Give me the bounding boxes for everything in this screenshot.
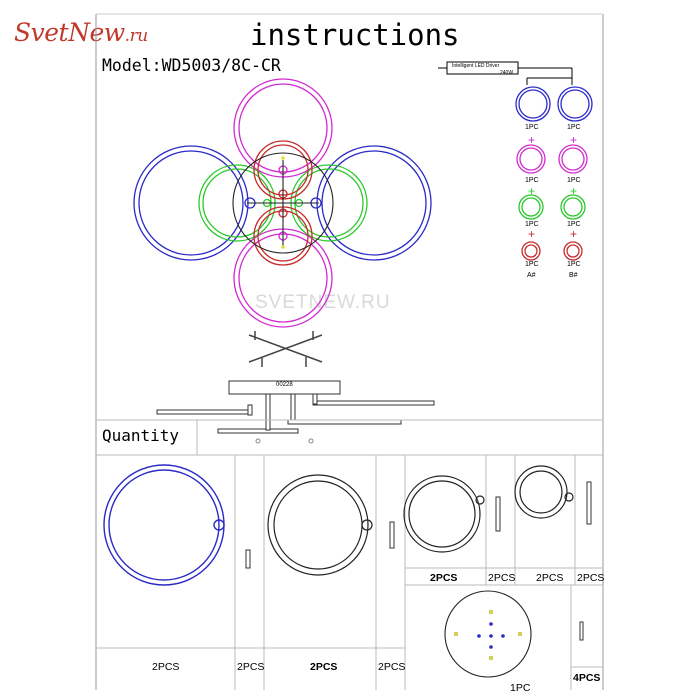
page-title: instructions — [250, 18, 460, 52]
canopy-hole — [488, 609, 494, 615]
brand-logo: SvetNew.ru — [14, 18, 148, 47]
assembled-blue-ring-right-inner — [321, 150, 427, 256]
chain-a-red-ring-inner — [524, 244, 538, 258]
chain-b-magenta-ring-inner — [561, 147, 585, 171]
chain-b-red-ring-inner — [566, 244, 580, 258]
driver-label: Intelligent LED Driver — [452, 63, 500, 69]
canopy-hole — [489, 622, 493, 626]
canopy-hole — [501, 634, 505, 638]
part-ring-large-hub — [361, 519, 373, 531]
chain-b-unit: 1PC — [567, 221, 581, 228]
assembled-center-base-ring — [232, 152, 334, 254]
canopy-hole — [453, 631, 459, 637]
bracket-arm-b — [248, 334, 323, 363]
side-arm-lower-left — [217, 428, 299, 434]
canopy-hole — [488, 655, 494, 661]
canopy-hole — [477, 634, 481, 638]
chain-b-green-ring-inner — [563, 197, 583, 217]
quantity-heading: Quantity — [102, 426, 180, 445]
side-fixture-dot — [255, 438, 261, 444]
side-arm-lower-right — [287, 419, 402, 425]
chain-a-unit: 1PC — [525, 261, 539, 268]
canopy-label: 00228 — [276, 382, 293, 388]
part-ring-small-inner — [519, 470, 563, 514]
chain-a-magenta-ring — [516, 144, 546, 174]
canopy-hole — [489, 645, 493, 649]
model-number: Model:WD5003/8C-CR — [102, 56, 281, 75]
chain-a-green-ring — [518, 194, 544, 220]
qty-rod-2: 2PCS — [378, 661, 406, 673]
chain-a-unit: 1PC — [525, 221, 539, 228]
qty-medium-ring: 2PCS — [430, 572, 458, 584]
side-arm-right — [312, 400, 435, 406]
chain-a-red-ring — [521, 241, 541, 261]
qty-screws: 4PCS — [573, 672, 601, 684]
part-rod — [245, 549, 251, 569]
chain-a-unit: 1PC — [525, 177, 539, 184]
driver-watt-label: 240W — [500, 70, 514, 76]
chain-b-green-ring — [560, 194, 586, 220]
part-screw — [579, 621, 584, 641]
assembled-screw-dot — [281, 245, 285, 249]
side-arm-left — [156, 409, 251, 415]
qty-blue-ring: 2PCS — [152, 661, 180, 673]
chain-b-red-ring — [563, 241, 583, 261]
part-rod — [495, 496, 501, 532]
assembled-screw-dot — [281, 156, 285, 160]
part-ring-large-outer — [267, 474, 369, 576]
chain-b-unit: 1PC — [567, 177, 581, 184]
part-ring-small-hub — [564, 492, 574, 502]
part-ring-small-outer — [514, 465, 568, 519]
group-a-label: A# — [527, 272, 536, 279]
part-ring-medium-hub — [475, 495, 485, 505]
qty-canopy: 1PC — [510, 682, 531, 694]
chain-a-plus-icon: + — [528, 133, 536, 147]
side-stem — [290, 393, 296, 421]
canopy-side-view — [228, 380, 341, 395]
chain-a-blue-ring — [515, 86, 551, 122]
group-b-label: B# — [569, 272, 578, 279]
chain-a-plus-icon: + — [528, 227, 536, 241]
watermark: SVETNEW.RU — [255, 292, 391, 313]
part-ring-medium-outer — [403, 475, 481, 553]
chain-b-blue-ring — [557, 86, 593, 122]
part-blue-ring-inner — [108, 469, 220, 581]
canopy-hole — [517, 631, 523, 637]
part-ring-large-inner — [273, 480, 363, 570]
chain-b-blue-ring-inner — [560, 89, 590, 119]
chain-a-magenta-ring-inner — [519, 147, 543, 171]
part-rod — [389, 521, 395, 549]
qty-rod-1: 2PCS — [237, 661, 265, 673]
qty-rod-4: 2PCS — [577, 572, 605, 584]
assembled-blue-ring-left-outer — [133, 145, 249, 261]
qty-small-ring: 2PCS — [536, 572, 564, 584]
chain-a-green-ring-inner — [521, 197, 541, 217]
side-fixture-dot — [308, 438, 314, 444]
chain-a-unit: 1PC — [525, 124, 539, 131]
qty-rod-3: 2PCS — [488, 572, 516, 584]
chain-b-unit: 1PC — [567, 261, 581, 268]
assembled-blue-ring-left-inner — [138, 150, 244, 256]
chain-b-plus-icon: + — [570, 184, 578, 198]
part-ring-medium-inner — [408, 480, 476, 548]
part-canopy — [444, 590, 532, 678]
part-blue-ring-hub — [213, 519, 225, 531]
side-stem — [312, 393, 318, 405]
chain-b-plus-icon: + — [570, 133, 578, 147]
side-stem — [265, 393, 271, 431]
assembled-blue-ring-right-outer — [316, 145, 432, 261]
qty-large-ring: 2PCS — [310, 661, 338, 673]
chain-b-magenta-ring — [558, 144, 588, 174]
canopy-hole — [489, 634, 493, 638]
side-stem — [247, 404, 253, 416]
part-rod — [586, 481, 592, 525]
part-blue-ring-outer — [103, 464, 225, 586]
chain-b-unit: 1PC — [567, 124, 581, 131]
chain-a-blue-ring-inner — [518, 89, 548, 119]
chain-a-plus-icon: + — [528, 184, 536, 198]
chain-b-plus-icon: + — [570, 227, 578, 241]
